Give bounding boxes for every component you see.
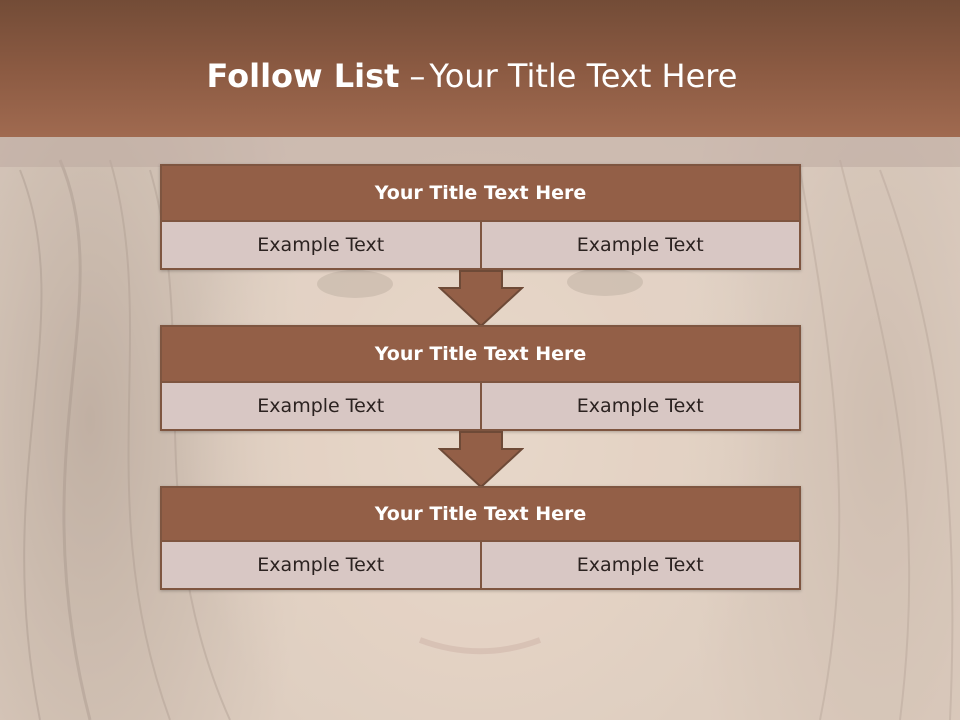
slide-title: Follow List–Your Title Text Here: [0, 56, 944, 96]
step-card-right-text: Example Text: [479, 383, 799, 429]
title-bar: [0, 0, 960, 137]
slide-title-bold: Follow List: [206, 57, 400, 95]
slide-title-text: Your Title Text Here: [429, 57, 738, 95]
step-card-title: Your Title Text Here: [162, 166, 799, 222]
slide-title-separator: –: [409, 57, 426, 95]
step-card-2: Your Title Text Here Example Text Exampl…: [160, 325, 801, 431]
step-card-title: Your Title Text Here: [162, 488, 799, 542]
step-card-1: Your Title Text Here Example Text Exampl…: [160, 164, 801, 270]
step-card-title: Your Title Text Here: [162, 327, 799, 383]
step-card-right-text: Example Text: [479, 222, 799, 268]
title-band: [0, 137, 960, 167]
step-card-row: Example Text Example Text: [162, 222, 799, 268]
down-arrow-icon: [438, 431, 524, 489]
step-card-row: Example Text Example Text: [162, 383, 799, 429]
down-arrow-icon: [438, 270, 524, 328]
step-card-left-text: Example Text: [162, 383, 480, 429]
step-card-row: Example Text Example Text: [162, 542, 799, 588]
step-card-3: Your Title Text Here Example Text Exampl…: [160, 486, 801, 590]
step-card-left-text: Example Text: [162, 542, 480, 588]
step-card-right-text: Example Text: [479, 542, 799, 588]
step-card-left-text: Example Text: [162, 222, 480, 268]
